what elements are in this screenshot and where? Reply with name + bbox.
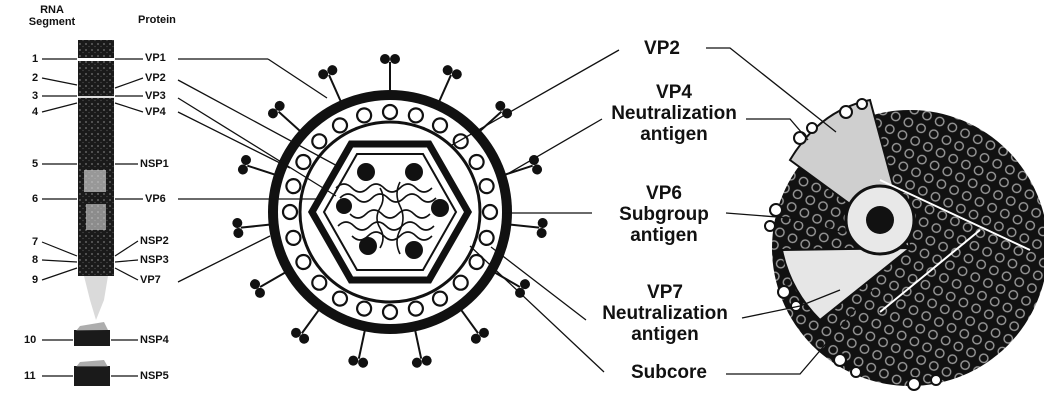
gel-band-10-halo [76, 322, 108, 331]
protein-leaders [111, 59, 143, 376]
gel-band-10 [74, 330, 110, 346]
gel-speckle-tail [84, 276, 108, 320]
gel-band-gap [78, 96, 114, 98]
gel-upper-lane [78, 40, 114, 276]
gel-band-1 [78, 58, 114, 61]
gel-smear-a [84, 170, 106, 192]
segment-leaders [42, 59, 77, 376]
micrograph-core-center [866, 206, 894, 234]
rna-gel [74, 40, 114, 386]
gel-band-11 [74, 366, 110, 386]
virion-schematic [178, 50, 619, 372]
micrograph-rendering [765, 99, 1044, 390]
gel-smear-b [86, 204, 106, 230]
gel-band-11-halo [76, 360, 108, 367]
